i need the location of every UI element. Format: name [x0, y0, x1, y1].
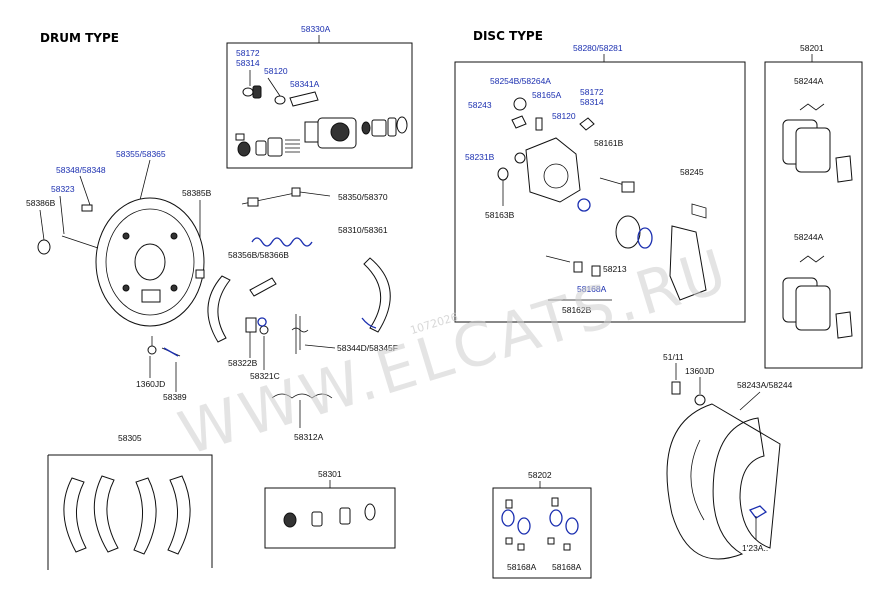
watermark-text: WWW.ELCATS.RU [171, 236, 738, 470]
wheel-cylinder-group: 58330A 58172 58314 58120 58341A [226, 24, 413, 169]
label-58231B: 58231B [465, 152, 495, 162]
label-58165A: 58165A [532, 90, 562, 100]
label-58168A-b: 58168A [552, 562, 582, 572]
adjuster-springs-group: 58350/58370 58310/58361 58356B/58366B 58… [207, 187, 398, 442]
label-58161B: 58161B [594, 138, 624, 148]
dust-shield-group: 51/11 1360JD 58243A/58244 1'23A.. [663, 352, 793, 560]
label-58244A-b: 58244A [794, 232, 824, 242]
label-58172-b: 58172 [580, 87, 604, 97]
label-58386B: 58386B [26, 198, 56, 208]
label-58312A: 58312A [294, 432, 324, 442]
label-58254B: 58254B/58264A [490, 76, 551, 86]
pad-box [764, 61, 863, 369]
label-1360JD-b: 1360JD [685, 366, 714, 376]
wheel-cylinder-box [226, 42, 413, 169]
drum-type-heading: DRUM TYPE [40, 31, 119, 45]
repair-kit-58301-group: 58301 [264, 469, 396, 549]
label-58202: 58202 [528, 470, 552, 480]
label-58348: 58348/58348 [56, 165, 106, 175]
repair-kit-58202-group: 58202 58168A 58168A [492, 470, 592, 579]
label-58120-a: 58120 [264, 66, 288, 76]
label-58322B: 58322B [228, 358, 258, 368]
brake-shoe-set-group: 58305 [47, 433, 213, 570]
label-58323: 58323 [51, 184, 75, 194]
label-58280: 58280/58281 [573, 43, 623, 53]
label-58341A: 58341A [290, 79, 320, 89]
label-58389: 58389 [163, 392, 187, 402]
label-58168A-c: 58168A [577, 284, 607, 294]
label-58385B: 58385B [182, 188, 212, 198]
backing-plate-group: 58355/58365 58348/58348 58323 58386B 583… [26, 149, 212, 402]
label-58201: 58201 [800, 43, 824, 53]
label-123A: 1'23A.. [742, 543, 768, 553]
label-58350: 58350/58370 [338, 192, 388, 202]
label-58305: 58305 [118, 433, 142, 443]
label-58213: 58213 [603, 264, 627, 274]
label-58355: 58355/58365 [116, 149, 166, 159]
label-58120-b: 58120 [552, 111, 576, 121]
kit-58202-box [492, 487, 592, 579]
label-58244A-a: 58244A [794, 76, 824, 86]
label-58301: 58301 [318, 469, 342, 479]
label-1360JD-a: 1360JD [136, 379, 165, 389]
label-58321C: 58321C [250, 371, 280, 381]
watermark: WWW.ELCATS.RU 1072026 [171, 236, 738, 470]
caliper-group: 58280/58281 58254B/58264A 58165A 58243 5… [454, 43, 746, 323]
label-58168A-a: 58168A [507, 562, 537, 572]
label-58314-a: 58314 [236, 58, 260, 68]
label-58162B: 58162B [562, 305, 592, 315]
disc-type-heading: DISC TYPE [473, 29, 543, 43]
label-58245: 58245 [680, 167, 704, 177]
label-58356B: 58356B/58366B [228, 250, 289, 260]
kit-58301-box [264, 487, 396, 549]
label-58314-b: 58314 [580, 97, 604, 107]
label-51-11: 51/11 [663, 352, 684, 362]
caliper-box [454, 61, 746, 323]
brake-pad-group: 58201 58244A 58244A [764, 43, 863, 369]
label-58243: 58243 [468, 100, 492, 110]
label-58310: 58310/58361 [338, 225, 388, 235]
label-58172-a: 58172 [236, 48, 260, 58]
label-58344D: 58344D/58345F [337, 343, 398, 353]
label-58243A: 58243A/58244 [737, 380, 793, 390]
label-58330A: 58330A [301, 24, 331, 34]
label-58163B: 58163B [485, 210, 515, 220]
